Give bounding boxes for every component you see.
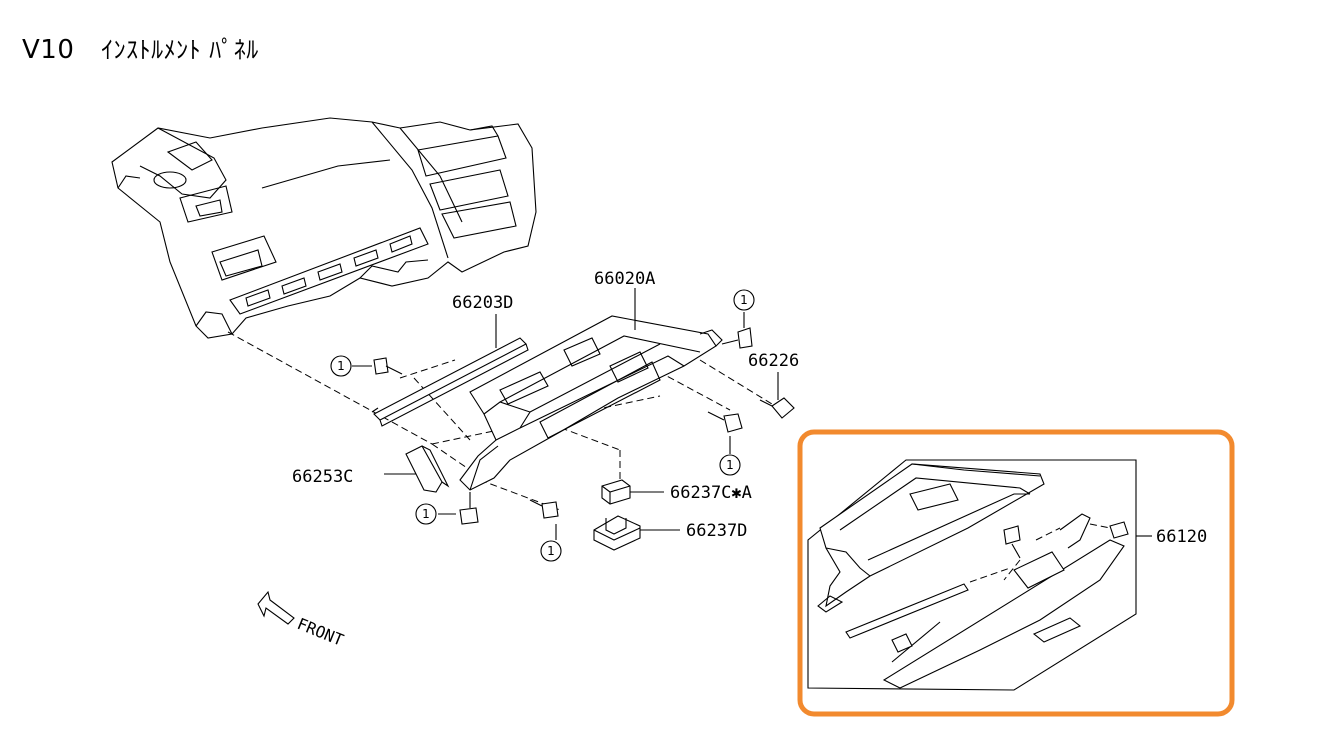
clip-icon bbox=[759, 397, 795, 419]
title-code: V10 bbox=[22, 35, 75, 65]
ref-marker-text: 1 bbox=[726, 458, 734, 472]
screw-icon bbox=[707, 411, 743, 433]
leader-lines bbox=[352, 288, 1152, 540]
ref-marker-1: 1 bbox=[719, 454, 741, 476]
highlight-box bbox=[797, 429, 1235, 717]
ref-marker-text: 1 bbox=[337, 359, 345, 373]
label-66120: 66120 bbox=[1156, 527, 1207, 547]
label-66253C: 66253C bbox=[292, 467, 353, 487]
part-66020A-frame bbox=[459, 315, 723, 491]
ref-marker-1: 1 bbox=[330, 355, 352, 377]
ref-marker-1: 1 bbox=[540, 540, 562, 562]
part-66203D-strip bbox=[371, 337, 529, 427]
label-66226: 66226 bbox=[748, 351, 799, 371]
fasteners bbox=[373, 327, 795, 525]
front-arrow-icon bbox=[257, 590, 295, 625]
part-66120-inset bbox=[807, 459, 1137, 691]
diagram-title: V10 ｲﾝｽﾄﾙﾒﾝﾄ ﾊﾟﾈﾙ bbox=[22, 34, 259, 66]
label-66237C-A: 66237C✱A bbox=[670, 483, 752, 503]
front-label: FRONT bbox=[295, 614, 347, 650]
part-66237D-lock bbox=[593, 515, 641, 551]
ref-marker-1: 1 bbox=[733, 289, 755, 311]
screw-icon bbox=[459, 492, 479, 525]
screw-icon bbox=[721, 327, 753, 349]
label-66020A: 66020A bbox=[594, 269, 655, 289]
dashboard-body-drawing bbox=[111, 117, 537, 339]
part-66253C-damper bbox=[405, 445, 450, 493]
label-66237D: 66237D bbox=[686, 521, 747, 541]
screw-icon bbox=[529, 499, 559, 519]
ref-marker-text: 1 bbox=[740, 293, 748, 307]
label-66203D: 66203D bbox=[452, 293, 513, 313]
ref-marker-text: 1 bbox=[422, 507, 430, 521]
title-name: ｲﾝｽﾄﾙﾒﾝﾄ ﾊﾟﾈﾙ bbox=[101, 36, 259, 64]
ref-marker-text: 1 bbox=[547, 544, 555, 558]
ref-marker-1: 1 bbox=[415, 503, 437, 525]
part-66237C-switch bbox=[601, 479, 631, 505]
screw-icon bbox=[373, 357, 403, 375]
